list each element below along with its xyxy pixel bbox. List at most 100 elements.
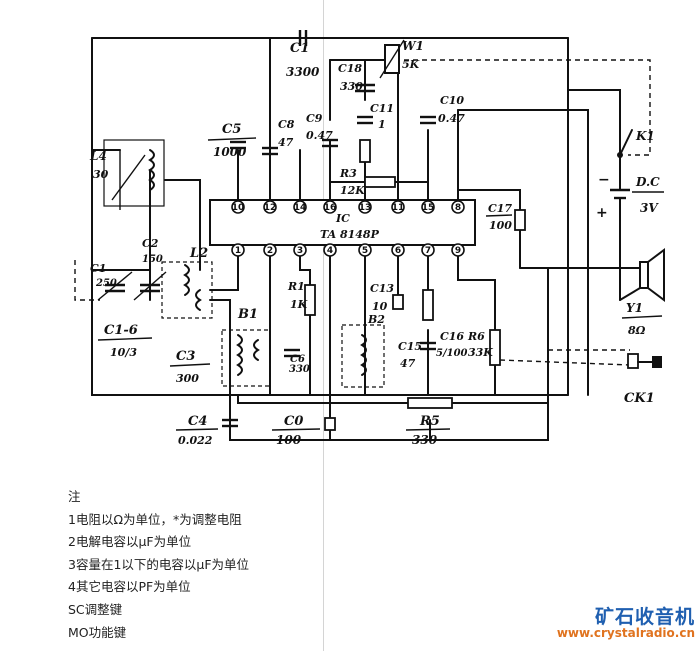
c1-6-value: 10/3	[110, 346, 137, 359]
c17-value: 100	[489, 219, 512, 232]
capacitor-c1: C1 3300	[286, 30, 320, 79]
capacitor-c1-6: C1-6 10/3	[97, 323, 153, 359]
ic-pin-number: 12	[264, 203, 277, 213]
ic-pin	[358, 200, 372, 214]
ic-pin-number: 8	[455, 203, 461, 213]
ic-pin	[451, 243, 465, 257]
c11-value: 1	[378, 118, 386, 131]
capacitor-c9: C9 0.47	[306, 112, 338, 148]
notes-section: 注 1电阻以Ω为单位，*为调整电阻 2电解电容以μF为单位 3容量在1以下的电容…	[68, 486, 368, 644]
c5-ref: C5	[222, 122, 241, 137]
ic-pin-number: 3	[297, 246, 303, 256]
svg-text:−: −	[598, 172, 610, 188]
c6-value: 330	[289, 364, 310, 375]
k1-ref: K1	[635, 129, 655, 143]
capacitor-c15: C15 47	[398, 340, 422, 370]
r5-value: 330	[412, 433, 438, 447]
ic-pin-number: 16	[324, 203, 337, 213]
resistor-r5: R5 330	[405, 397, 453, 447]
ic-pin-row-top: 10 12 14 16 13 11 15 8	[231, 200, 465, 214]
c1-variable-value: 250	[95, 278, 117, 289]
ic-pin	[293, 243, 307, 257]
capacitor-c4: C4 0.022	[175, 414, 238, 447]
r1-value: 1K	[290, 298, 308, 311]
ic-pin	[421, 200, 435, 214]
c18-value: 330	[340, 80, 363, 93]
ic-pin-number: 7	[425, 246, 431, 256]
capacitor-c2: C2 150	[142, 237, 163, 265]
battery-ref: D.C	[635, 175, 660, 189]
c8-value: 47	[278, 136, 294, 149]
capacitor-c18: C18 330	[338, 62, 375, 93]
ic-part-label: TA 8148P	[320, 228, 380, 241]
c1-variable-ref: C1	[90, 262, 106, 275]
ic-pin	[358, 243, 372, 257]
r1-ref: R1	[287, 280, 305, 293]
ic-pin	[263, 200, 277, 214]
l4-ref: L4	[89, 149, 107, 163]
note-item: 1电阻以Ω为单位，*为调整电阻	[68, 511, 242, 527]
c0-ref: C0	[284, 414, 303, 429]
note-item: SC调整键	[68, 601, 123, 617]
c2-value: 150	[142, 254, 163, 265]
resistor-r3: R3 12K	[339, 167, 396, 197]
ic-pin-number: 6	[395, 246, 401, 256]
b1-ref: B1	[237, 307, 258, 322]
capacitor-c16: C16 5/100	[420, 330, 468, 359]
ic-pin	[231, 243, 245, 257]
ic-pin-number: 5	[362, 246, 368, 256]
speaker-y1: Y1 8Ω	[619, 248, 665, 337]
ic-pin	[293, 200, 307, 214]
ic-ref-label: IC	[335, 212, 350, 225]
c18-ref: C18	[338, 62, 362, 75]
jack-ck1: CK1	[499, 349, 662, 406]
c9-ref: C9	[306, 112, 323, 125]
c15-value: 47	[400, 357, 416, 370]
l4-value: 30	[93, 168, 109, 181]
ic-pin-number: 1	[235, 246, 241, 256]
inductor-l2: L2	[161, 246, 213, 319]
w1-value: 5K	[402, 58, 420, 71]
c4-ref: C4	[188, 414, 207, 429]
r3-ref: R3	[339, 167, 357, 180]
capacitor-c8: C8 47	[262, 118, 295, 156]
ic-pin	[323, 200, 337, 214]
page-fold-line	[323, 0, 324, 651]
b2-ref: B2	[367, 313, 385, 326]
notes-title: 注	[68, 489, 81, 504]
w1-ref: W1	[402, 39, 424, 53]
ic-pin	[421, 243, 435, 257]
switch-k1: K1	[617, 129, 655, 158]
ic-pin	[391, 200, 405, 214]
ic-pin-number: 15	[422, 203, 435, 213]
c0-value: 100	[276, 433, 302, 447]
note-item: 3容量在1以下的电容以μF为单位	[68, 556, 250, 572]
capacitor-c3: C3 300	[169, 349, 211, 385]
c5-value: 1000	[213, 145, 247, 159]
c9-value: 0.47	[306, 129, 333, 142]
c1-ref: C1	[290, 41, 309, 56]
resistor-unlabeled	[422, 289, 434, 321]
c1-6-ref: C1-6	[104, 323, 138, 338]
capacitor-c1-variable: C1 250	[74, 260, 167, 301]
ic-pin	[391, 243, 405, 257]
c10-ref: C10	[440, 94, 464, 107]
c8-ref: C8	[278, 118, 295, 131]
c3-ref: C3	[176, 349, 195, 364]
ic-pin	[451, 200, 465, 214]
capacitor-c13: C13 10	[370, 282, 404, 313]
c16-ref: C16	[440, 330, 464, 343]
capacitor-c5: C5 1000	[207, 122, 257, 159]
r6-ref: R6	[467, 330, 485, 343]
c2-ref: C2	[142, 237, 159, 250]
note-item: 2电解电容以μF为单位	[68, 534, 192, 550]
ic-pin-number: 10	[232, 203, 245, 213]
battery-dc: − + D.C 3V	[596, 154, 664, 221]
note-item: MO功能键	[68, 624, 127, 640]
resistor-r6: R6 33K	[467, 329, 501, 366]
r5-ref: R5	[419, 414, 440, 429]
inductor-l4: L4 30	[89, 139, 165, 210]
ic-pin	[323, 243, 337, 257]
r6-value: 33K	[468, 346, 493, 359]
